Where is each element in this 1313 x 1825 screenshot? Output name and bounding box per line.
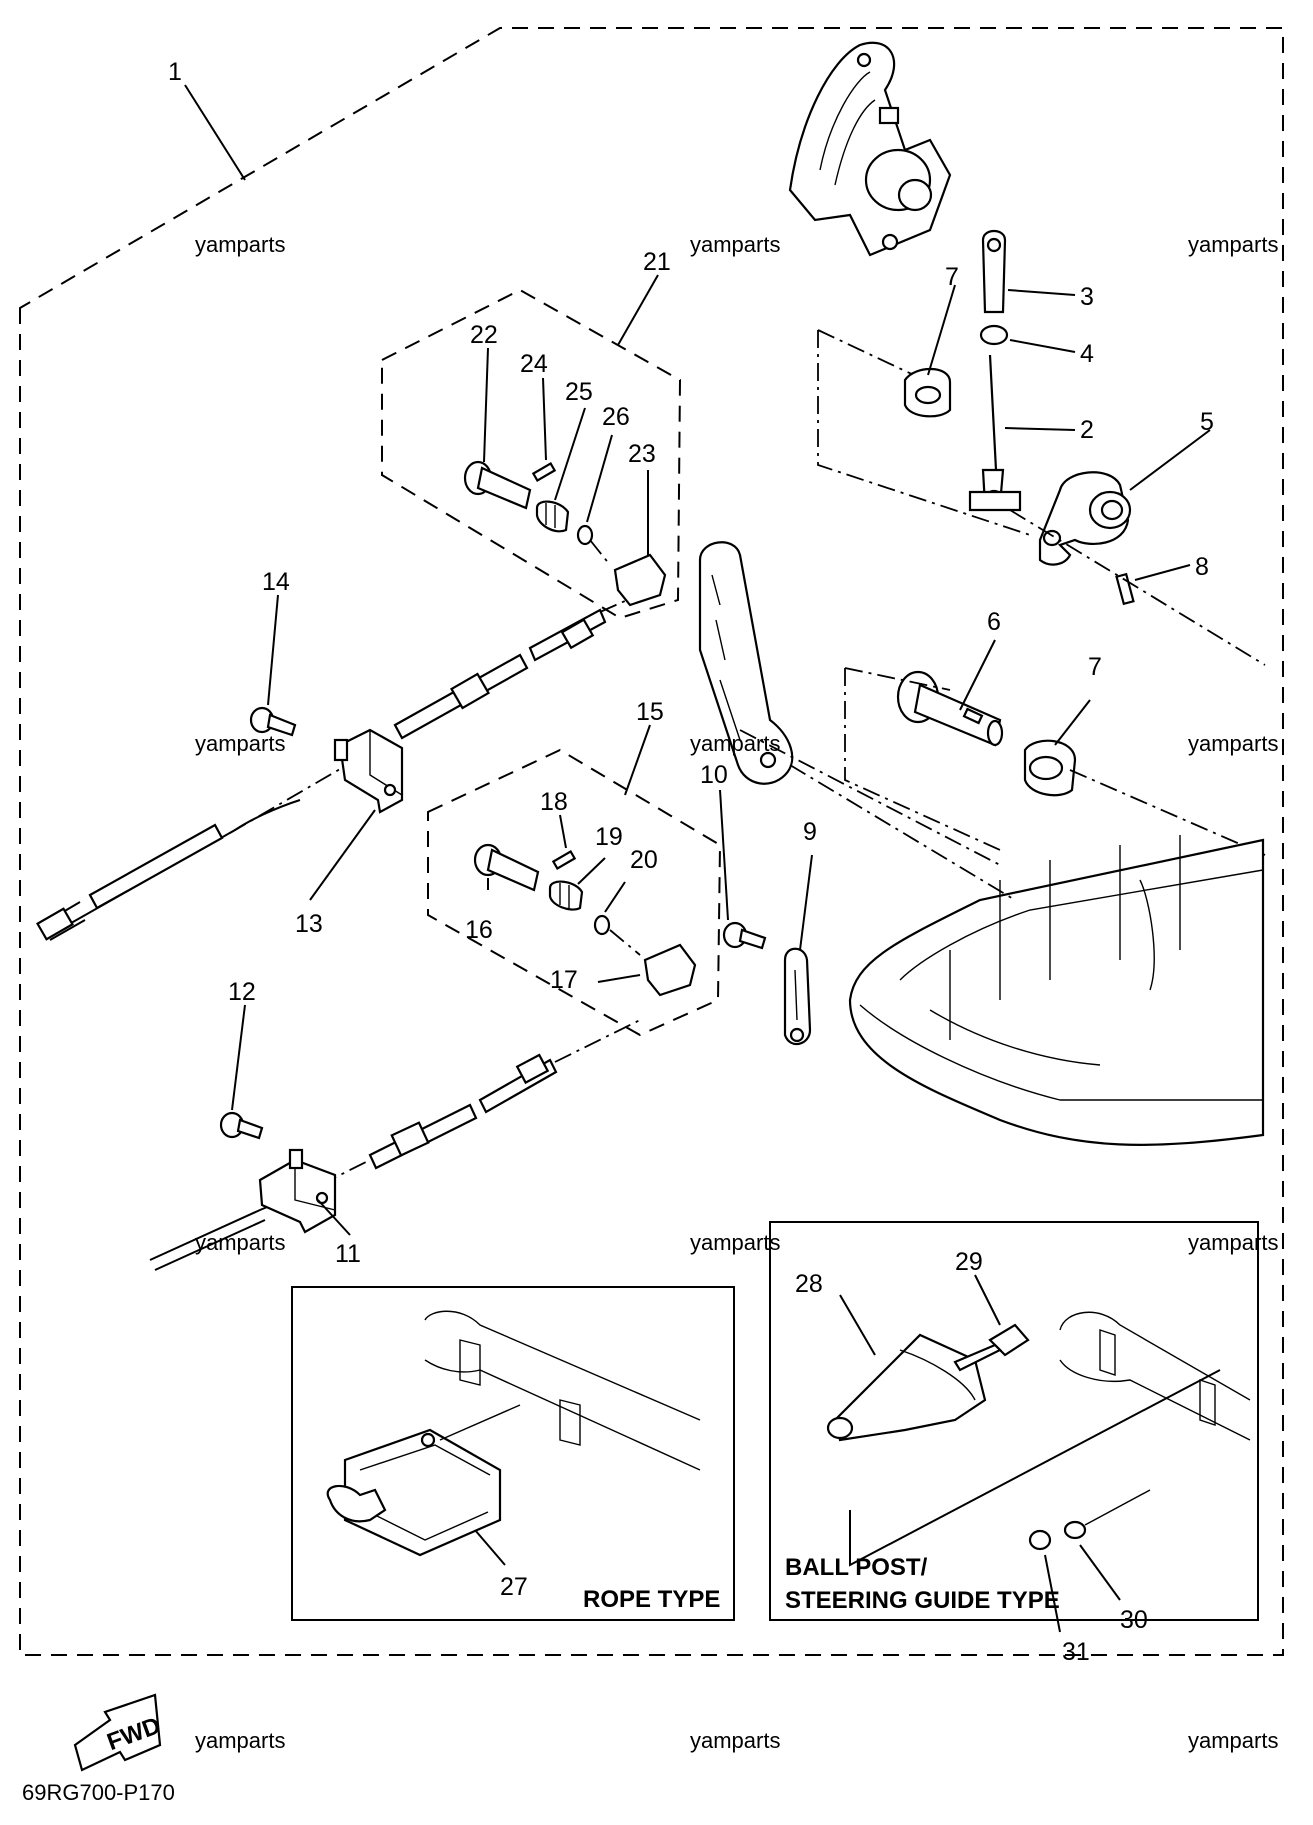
subkit-15-boundary xyxy=(427,748,722,1037)
callout-7b: 7 xyxy=(1088,653,1102,681)
watermark: yamparts xyxy=(195,731,285,756)
watermark: yamparts xyxy=(1188,232,1278,257)
callout-5: 5 xyxy=(1200,408,1214,436)
watermark: yamparts xyxy=(1188,1230,1278,1255)
callout-numbers: 1 2 3 4 5 6 7 7 8 9 10 11 12 13 14 15 16… xyxy=(168,58,1214,1666)
callout-21: 21 xyxy=(643,248,671,276)
rope-type-parts xyxy=(326,1310,701,1557)
watermarks: yamparts yamparts yamparts yamparts yamp… xyxy=(195,232,1278,1753)
leader-lines xyxy=(184,84,1211,1633)
callout-2: 2 xyxy=(1080,416,1094,444)
clamp-13 xyxy=(333,728,404,814)
callout-9: 9 xyxy=(803,818,817,846)
lever-9 xyxy=(783,947,812,1046)
callout-7a: 7 xyxy=(945,263,959,291)
callout-8: 8 xyxy=(1195,553,1209,581)
diagram-code: 69RG700-P170 xyxy=(22,1780,175,1805)
callout-13: 13 xyxy=(295,910,323,938)
subkit-21-parts xyxy=(463,460,667,607)
callout-4: 4 xyxy=(1080,340,1094,368)
callout-10: 10 xyxy=(700,761,728,789)
bottom-cowling xyxy=(848,835,1265,1146)
cable-lower xyxy=(149,1019,641,1271)
callout-29: 29 xyxy=(955,1248,983,1276)
callout-16: 16 xyxy=(465,916,493,944)
callout-27: 27 xyxy=(500,1573,528,1601)
callout-23: 23 xyxy=(628,440,656,468)
callout-12: 12 xyxy=(228,978,256,1006)
callout-3: 3 xyxy=(1080,283,1094,311)
shift-lever xyxy=(698,541,794,785)
lever-5 xyxy=(1038,471,1135,606)
collar-7-lower xyxy=(1023,739,1077,797)
watermark: yamparts xyxy=(195,1230,285,1255)
inset-rope-type xyxy=(291,1286,735,1621)
bolt-12 xyxy=(219,1111,264,1140)
collar-7-upper xyxy=(903,367,952,418)
callout-14: 14 xyxy=(262,568,290,596)
watermark: yamparts xyxy=(690,731,780,756)
inset-ball-post-label-line2: STEERING GUIDE TYPE xyxy=(785,1587,1060,1614)
watermark: yamparts xyxy=(1188,1728,1278,1753)
callout-31: 31 xyxy=(1062,1638,1090,1666)
clamp-11 xyxy=(258,1148,337,1234)
callout-28: 28 xyxy=(795,1270,823,1298)
callout-1: 1 xyxy=(168,58,182,86)
ball-post-parts xyxy=(826,1311,1251,1567)
kit-boundary xyxy=(19,27,1284,1656)
steering-bracket xyxy=(788,41,952,257)
callout-6: 6 xyxy=(987,608,1001,636)
callout-22: 22 xyxy=(470,321,498,349)
callout-15: 15 xyxy=(636,698,664,726)
callout-24: 24 xyxy=(520,350,548,378)
callout-26: 26 xyxy=(602,403,630,431)
callout-20: 20 xyxy=(630,846,658,874)
watermark: yamparts xyxy=(690,1230,780,1255)
callout-11: 11 xyxy=(335,1240,361,1268)
bolt-10 xyxy=(722,921,767,950)
lever-group-line xyxy=(817,330,1031,536)
inset-ball-post-type xyxy=(769,1221,1259,1621)
watermark: yamparts xyxy=(195,1728,285,1753)
watermark: yamparts xyxy=(195,232,285,257)
fwd-arrow-icon xyxy=(73,1693,162,1772)
bolt-14 xyxy=(249,706,297,737)
subkit-21-boundary xyxy=(381,288,682,620)
callout-18: 18 xyxy=(540,788,568,816)
inset-ball-post-label-line1: BALL POST/ xyxy=(785,1554,928,1581)
callout-17: 17 xyxy=(550,966,578,994)
callout-30: 30 xyxy=(1120,1606,1148,1634)
watermark: yamparts xyxy=(1188,731,1278,756)
subkit-15-parts xyxy=(473,843,697,997)
link-rod-assembly xyxy=(968,229,1022,512)
inset-rope-type-label: ROPE TYPE xyxy=(583,1586,720,1613)
watermark: yamparts xyxy=(690,232,780,257)
cable-upper xyxy=(36,589,651,941)
shaft-6 xyxy=(896,670,1004,747)
callout-25: 25 xyxy=(565,378,593,406)
callout-19: 19 xyxy=(595,823,623,851)
watermark: yamparts xyxy=(690,1728,780,1753)
